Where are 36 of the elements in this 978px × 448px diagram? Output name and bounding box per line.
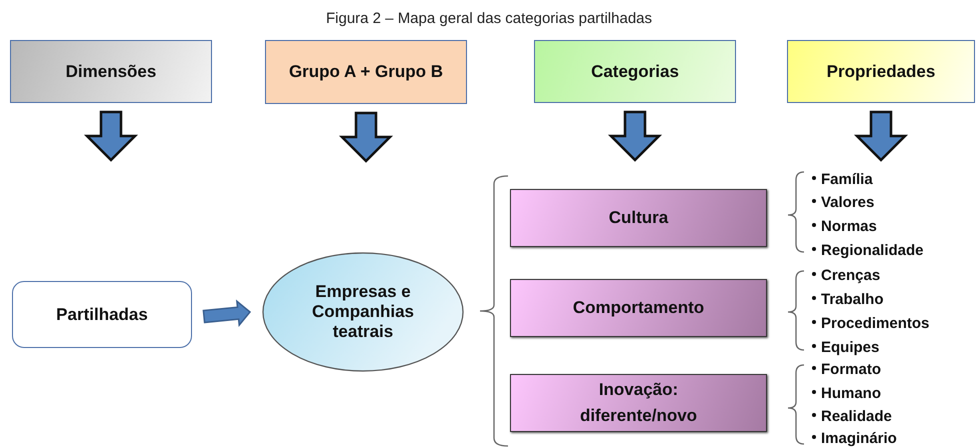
group-header-box xyxy=(265,40,467,104)
property-item: Realidade xyxy=(812,408,892,425)
property-item: Família xyxy=(812,171,873,188)
property-item: Normas xyxy=(812,218,877,235)
property-header-box xyxy=(787,40,975,103)
node-label: Cultura xyxy=(608,208,668,228)
category-box xyxy=(510,189,767,247)
property-item: Equipes xyxy=(812,339,880,356)
block-arrow xyxy=(84,110,138,162)
ellipse-node xyxy=(262,252,464,372)
block-arrow xyxy=(338,112,394,163)
property-item: Imaginário xyxy=(812,430,897,447)
figure-title: Figura 2 – Mapa geral das categorias partilhadas xyxy=(324,10,654,27)
category-box xyxy=(510,374,767,432)
property-item: Humano xyxy=(812,385,881,402)
node-label: Empresas e Companhias teatrais xyxy=(310,282,416,342)
block-arrow xyxy=(608,110,662,162)
node-label: Categorias xyxy=(591,62,679,82)
node-label: Inovação: diferente/novo xyxy=(578,379,698,427)
property-item: Valores xyxy=(812,194,874,211)
property-item: Trabalho xyxy=(812,291,884,308)
category-header-box xyxy=(534,40,736,103)
property-item: Formato xyxy=(812,361,881,378)
property-item: Procedimentos xyxy=(812,315,930,332)
node-label: Partilhadas xyxy=(56,304,148,324)
property-item: Crenças xyxy=(812,267,880,284)
rounded-box xyxy=(12,281,192,348)
node-label: Dimensões xyxy=(66,62,156,82)
dimension-header-box xyxy=(10,40,212,103)
node-label: Grupo A + Grupo B xyxy=(288,62,444,82)
category-box xyxy=(510,279,767,337)
block-arrow xyxy=(854,110,908,162)
property-item: Regionalidade xyxy=(812,242,924,259)
node-label: Propriedades xyxy=(826,62,936,82)
block-arrow xyxy=(202,300,252,327)
node-label: Comportamento xyxy=(572,298,704,318)
